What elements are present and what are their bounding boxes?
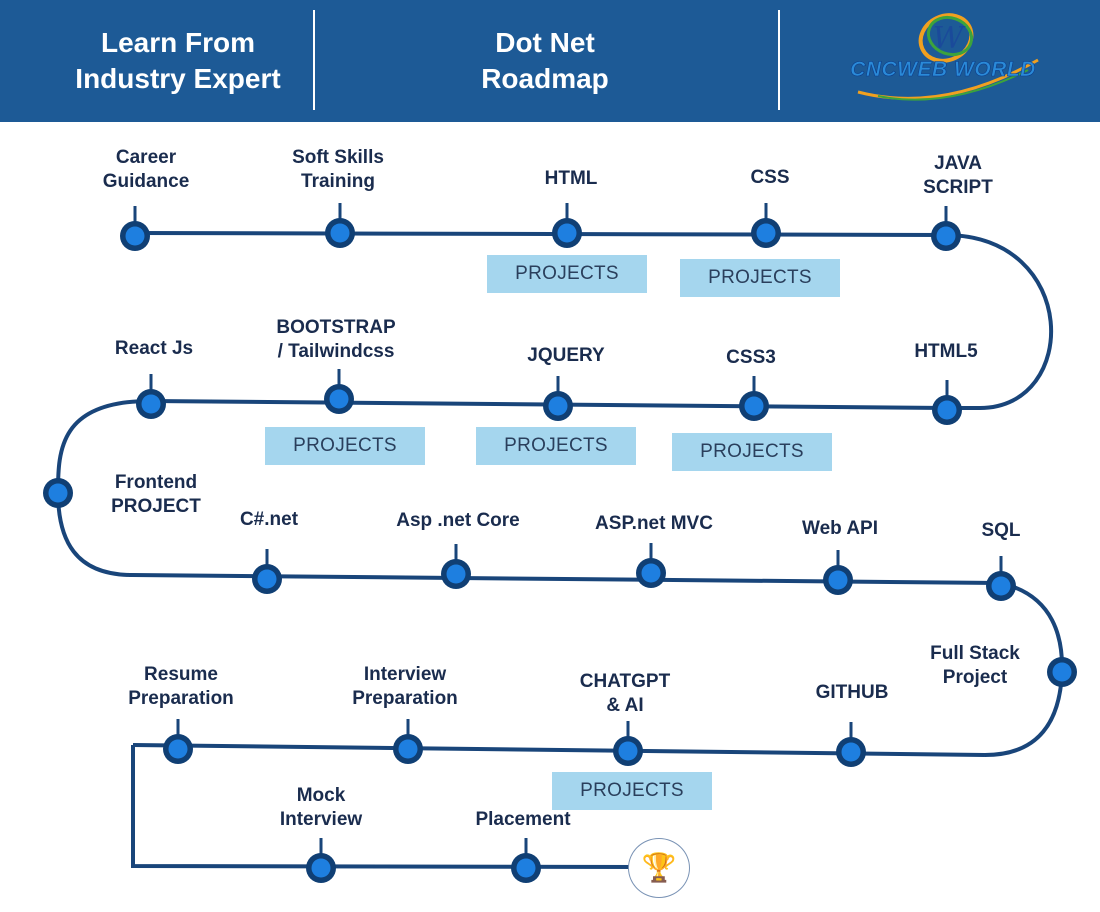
node-web-api xyxy=(823,550,853,595)
path-left-drop xyxy=(131,745,641,869)
node-html xyxy=(552,203,582,248)
node-interview-preparation xyxy=(393,719,423,764)
node-dot xyxy=(744,396,764,416)
label-html5: HTML5 xyxy=(914,341,978,362)
label-bootstrap-tailwindcss: BOOTSTRAP / Tailwindcss xyxy=(276,317,396,362)
logo-icon: W xyxy=(857,13,1039,101)
node-github xyxy=(836,722,866,767)
label-mock-interview: Mock Interview xyxy=(279,785,363,830)
trophy-icon: 🏆 xyxy=(628,838,690,898)
node-jquery xyxy=(543,376,573,421)
label-asp-net-core: Asp .net Core xyxy=(396,510,520,531)
header-center-title: Dot Net Roadmap xyxy=(481,27,609,94)
node-c-net xyxy=(252,549,282,594)
label-sql: SQL xyxy=(981,520,1021,541)
logo-mark: W xyxy=(933,21,966,56)
projects-badge: PROJECTS xyxy=(265,427,425,465)
node-dot xyxy=(125,226,145,246)
node-dot xyxy=(516,858,536,878)
logo-text: CNCWEB WORLD xyxy=(850,58,1036,82)
label-career-guidance: Career Guidance xyxy=(102,147,190,192)
path-row1 xyxy=(134,231,946,237)
node-dot xyxy=(936,226,956,246)
label-chatgpt-ai: CHATGPT & AI xyxy=(579,671,671,716)
node-dot xyxy=(330,223,350,243)
node-soft-skills-training xyxy=(325,203,355,248)
node-dot xyxy=(329,389,349,409)
label-placement: Placement xyxy=(475,809,571,830)
node-full-stack-project xyxy=(1047,657,1077,687)
label-interview-preparation: Interview Preparation xyxy=(352,664,458,709)
node-dot xyxy=(311,858,331,878)
path-curve-right-1 xyxy=(944,233,1054,410)
node-dot xyxy=(828,570,848,590)
label-resume-preparation: Resume Preparation xyxy=(128,664,234,709)
label-jquery: JQUERY xyxy=(527,345,605,366)
node-java-script xyxy=(931,206,961,251)
node-css3 xyxy=(739,376,769,421)
node-resume-preparation xyxy=(163,719,193,764)
node-dot xyxy=(641,563,661,583)
label-css: CSS xyxy=(750,167,790,188)
node-dot xyxy=(48,483,68,503)
node-placement xyxy=(511,838,541,883)
node-dot xyxy=(991,576,1011,596)
node-dot xyxy=(446,564,466,584)
node-chatgpt-ai xyxy=(613,721,643,766)
node-dot xyxy=(841,742,861,762)
header-divider-left xyxy=(313,10,315,110)
company-logo: W CNCWEB WORLD xyxy=(838,6,1048,114)
node-dot xyxy=(1052,662,1072,682)
trophy-glyph: 🏆 xyxy=(641,852,677,883)
node-bootstrap-tailwindcss xyxy=(324,369,354,414)
label-java-script: JAVA SCRIPT xyxy=(923,153,993,198)
projects-badge: PROJECTS xyxy=(487,255,647,293)
label-frontend-project: Frontend PROJECT xyxy=(111,472,201,517)
header-left-title: Learn From Industry Expert xyxy=(75,27,281,94)
node-dot xyxy=(168,739,188,759)
node-dot xyxy=(398,739,418,759)
node-sql xyxy=(986,556,1016,601)
label-html: HTML xyxy=(544,168,598,189)
node-dot xyxy=(756,223,776,243)
label-c-net: C#.net xyxy=(239,509,299,530)
label-soft-skills-training: Soft Skills Training xyxy=(292,147,384,192)
node-html5 xyxy=(932,380,962,425)
node-asp-net-core xyxy=(441,544,471,589)
node-react-js xyxy=(136,374,166,419)
label-react-js: React Js xyxy=(114,338,194,359)
node-dot xyxy=(257,569,277,589)
label-web-api: Web API xyxy=(801,518,879,539)
header-banner: Learn From Industry Expert Dot Net Roadm… xyxy=(0,0,1100,122)
label-asp-net-mvc: ASP.net MVC xyxy=(595,513,713,534)
projects-badge: PROJECTS xyxy=(476,427,636,465)
node-dot xyxy=(548,396,568,416)
node-dot xyxy=(557,223,577,243)
projects-badge: PROJECTS xyxy=(680,259,840,297)
label-full-stack-project: Full Stack Project xyxy=(930,643,1020,688)
label-css3: CSS3 xyxy=(726,347,776,368)
label-github: GITHUB xyxy=(815,682,889,703)
projects-badge: PROJECTS xyxy=(552,772,712,810)
node-dot xyxy=(618,741,638,761)
projects-badge: PROJECTS xyxy=(672,433,832,471)
node-dot xyxy=(141,394,161,414)
node-css xyxy=(751,203,781,248)
node-asp-net-mvc xyxy=(636,543,666,588)
header-divider-right xyxy=(778,10,780,110)
node-career-guidance xyxy=(120,206,150,251)
node-frontend-project xyxy=(43,478,73,508)
node-dot xyxy=(937,400,957,420)
node-mock-interview xyxy=(306,838,336,883)
